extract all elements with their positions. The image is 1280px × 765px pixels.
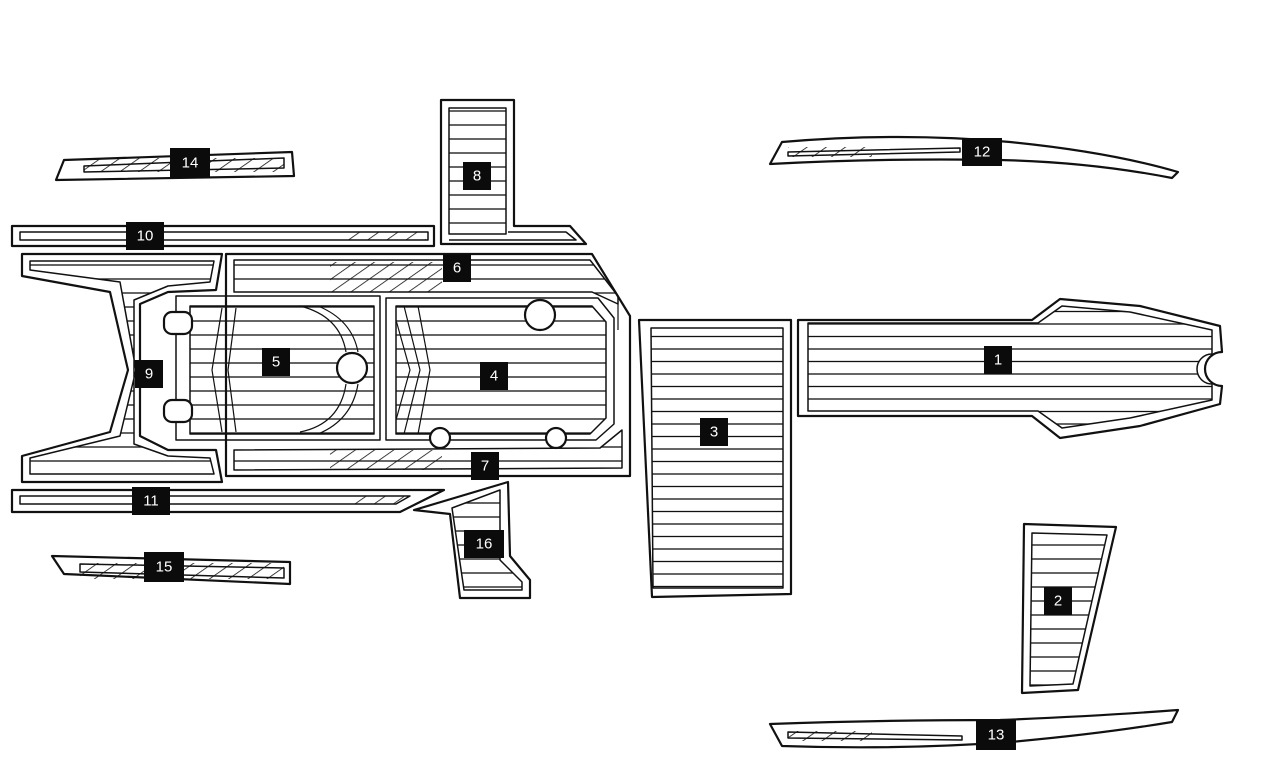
svg-text:1: 1	[994, 352, 1002, 369]
pad-7	[233, 426, 623, 471]
label-5: 5	[262, 348, 290, 376]
label-4: 4	[480, 362, 508, 390]
svg-text:15: 15	[156, 559, 173, 576]
svg-text:12: 12	[974, 144, 991, 161]
label-6: 6	[443, 254, 471, 282]
label-13: 13	[976, 720, 1016, 750]
svg-text:5: 5	[272, 354, 280, 371]
label-11: 11	[132, 487, 170, 515]
pad-1	[796, 297, 1224, 440]
label-7: 7	[471, 452, 499, 480]
svg-text:4: 4	[490, 368, 498, 385]
pad-3	[637, 318, 793, 599]
pad-10	[10, 224, 436, 248]
svg-text:9: 9	[145, 366, 153, 383]
svg-text:14: 14	[182, 155, 199, 172]
label-10: 10	[126, 222, 164, 250]
label-15: 15	[144, 552, 184, 582]
svg-text:16: 16	[476, 536, 493, 553]
svg-text:8: 8	[473, 168, 481, 185]
label-8: 8	[463, 162, 491, 190]
label-12: 12	[962, 138, 1002, 166]
pad-11	[10, 488, 446, 514]
svg-text:13: 13	[988, 727, 1005, 744]
pad-13	[768, 708, 1180, 749]
svg-text:6: 6	[453, 260, 461, 277]
svg-text:2: 2	[1054, 593, 1062, 610]
label-3: 3	[700, 418, 728, 446]
svg-text:10: 10	[137, 228, 154, 245]
label-16: 16	[464, 530, 504, 558]
svg-text:7: 7	[481, 458, 489, 475]
label-1: 1	[984, 346, 1012, 374]
svg-text:3: 3	[710, 424, 718, 441]
pad-8	[439, 98, 588, 246]
label-9: 9	[135, 360, 163, 388]
label-2: 2	[1044, 587, 1072, 615]
svg-text:11: 11	[143, 493, 159, 510]
label-14: 14	[170, 148, 210, 178]
